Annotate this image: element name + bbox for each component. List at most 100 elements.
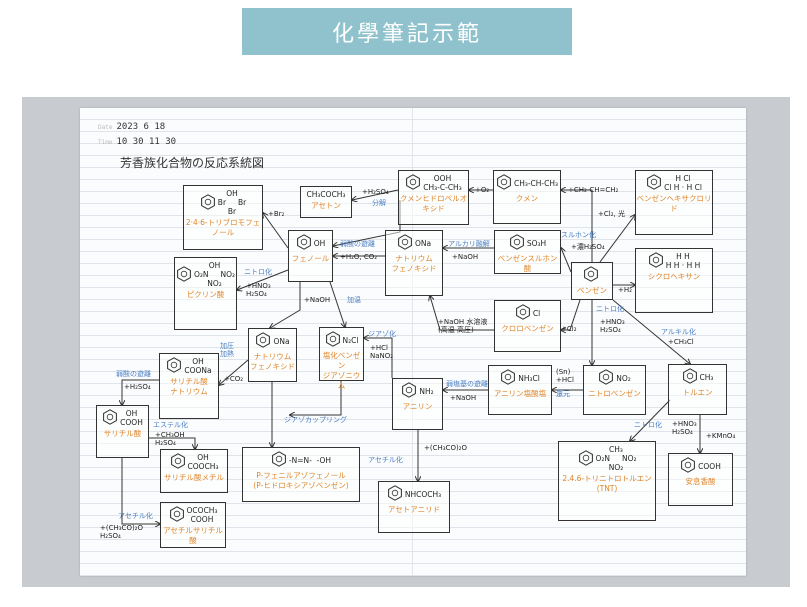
- formula: H H H H · H H: [665, 252, 701, 270]
- benzene-ring-icon: [496, 174, 512, 192]
- benzene-ring-icon: [598, 369, 614, 387]
- reaction-type-label: アルキル化: [661, 328, 696, 336]
- reagent-label: +NaOH: [450, 394, 477, 402]
- formula: NH₂: [419, 386, 434, 396]
- reaction-type-label: アセチル化: [118, 512, 153, 520]
- structure: Cl: [495, 304, 560, 322]
- reagent-label: +Cl₂, 光: [598, 210, 625, 218]
- time-value: 10 30 11 30: [116, 137, 177, 147]
- benzene-ring-icon: [500, 369, 516, 387]
- compound-name: 塩化ベンゼン ジアゾニウム: [322, 351, 361, 390]
- benzene-ring-icon: [166, 357, 182, 375]
- compound-name: クロロベンゼン: [501, 324, 554, 333]
- formula: Cl: [532, 308, 541, 318]
- reagent-label: +H₂SO₄: [362, 188, 389, 196]
- compound-box: N₂Cl 塩化ベンゼン ジアゾニウム: [319, 327, 364, 390]
- structure: OH COONa: [160, 357, 218, 375]
- structure: H H H H · H H: [636, 252, 712, 270]
- compound-box: OH Br Br Br 2·4·6-トリブロモフェノール: [183, 185, 263, 250]
- compound-name: ニトロベンゼン: [588, 389, 641, 398]
- reaction-arrow: [561, 299, 581, 330]
- formula: CH₃COCH₃: [306, 190, 346, 199]
- formula: NO₂: [616, 373, 631, 383]
- reagent-label: +Cl₂: [561, 325, 577, 333]
- compound-box: NO₂ ニトロベンゼン: [583, 365, 646, 415]
- date-label: Date: [98, 124, 113, 131]
- compound-box: NH₃Cl アニリン塩酸塩: [488, 365, 552, 415]
- structure: OH Br Br Br: [184, 189, 262, 216]
- reagent-label: +(CH₃CO)₂O H₂SO₄: [100, 524, 143, 540]
- reaction-arrow: [599, 215, 635, 263]
- compound-box: CH₃COCH₃ アセトン: [300, 186, 352, 218]
- compound-name: 2·4·6-トリブロモフェノール: [185, 218, 261, 237]
- structure: OCOCH₃ COOH: [161, 506, 225, 524]
- formula: COOH: [698, 461, 721, 471]
- formula: OH COOCH₃: [187, 453, 219, 471]
- reaction-type-label: ニトロ化: [244, 268, 272, 276]
- formula: OH COONa: [184, 357, 212, 375]
- compound-name: サリチル酸: [103, 429, 142, 438]
- reaction-type-label: アセチル化: [368, 456, 403, 464]
- reagent-label: +H₂O, CO₂: [340, 253, 378, 261]
- reaction-arrow: [122, 379, 159, 405]
- reagent-label: +CH₂-CH=CH₂: [568, 186, 619, 194]
- reaction-type-label: アルカリ融解: [448, 240, 490, 248]
- benzene-ring-icon: [405, 174, 421, 192]
- formula: NH₃Cl: [518, 373, 540, 383]
- reaction-type-label: ニトロ化: [634, 421, 662, 429]
- benzene-ring-icon: [680, 457, 696, 475]
- reaction-type-label: 弱酸の遊離: [116, 370, 151, 378]
- reagent-label: +H₂SO₄: [124, 383, 151, 391]
- formula: N₂Cl: [342, 335, 359, 345]
- reaction-arrow: [329, 281, 345, 327]
- reagent-label: +(CH₃CO)₂O: [424, 444, 467, 452]
- compound-name: ナトリウム フェノキシド: [250, 352, 295, 371]
- reagent-label: +KMnO₄: [706, 432, 736, 440]
- benzene-ring-icon: [401, 382, 417, 400]
- reagent-label: (Sn) +HCl: [556, 368, 574, 384]
- reagent-label: +NaOH: [452, 253, 479, 261]
- benzene-ring-icon: [170, 453, 186, 471]
- formula: OOH CH₃-C-CH₃: [423, 174, 462, 192]
- compound-name: 安息香酸: [685, 477, 716, 486]
- benzene-ring-icon: [255, 332, 271, 350]
- compound-name: シクロヘキサン: [647, 272, 701, 281]
- reaction-arrow: [270, 282, 301, 328]
- benzene-ring-icon: [515, 304, 531, 322]
- compound-box: H H H H · H H シクロヘキサン: [635, 248, 713, 313]
- compound-name: アニリン塩酸塩: [493, 389, 547, 398]
- reaction-type-label: ジアゾカップリング: [284, 416, 347, 424]
- benzene-ring-icon: [646, 174, 662, 192]
- compound-box: ベンゼン: [571, 262, 613, 300]
- benzene-ring-icon: [397, 234, 413, 252]
- reagent-label: +HNO₃ H₂SO₄: [672, 420, 697, 436]
- benzene-ring-icon: [200, 193, 216, 212]
- formula: OH COOH: [120, 409, 143, 427]
- structure: OH: [289, 234, 332, 252]
- compound-name: アセトン: [311, 201, 341, 210]
- formula: CH₃-CH-CH₃: [513, 178, 559, 188]
- reagent-label: +HNO₃ H₂SO₄: [600, 318, 625, 334]
- reagent-label: +HCl NaNO₂: [370, 344, 394, 360]
- reagent-label: +NaOH: [304, 296, 331, 304]
- structure: -N=N- -OH: [243, 451, 359, 469]
- page-fold: [412, 108, 413, 576]
- benzene-ring-icon: [102, 409, 118, 427]
- banner-title: 化學筆記示範: [331, 21, 482, 47]
- reaction-type-label: 弱塩基の遊離: [446, 380, 488, 388]
- reaction-arrow: [430, 296, 494, 331]
- compound-name: ベンゼンヘキサクロリド: [636, 194, 712, 213]
- structure: [572, 266, 612, 284]
- benzene-ring-icon: [176, 265, 192, 284]
- structure: CH₃COCH₃: [301, 190, 351, 199]
- structure: ONa: [386, 234, 442, 252]
- reaction-type-label: 加温: [347, 296, 361, 304]
